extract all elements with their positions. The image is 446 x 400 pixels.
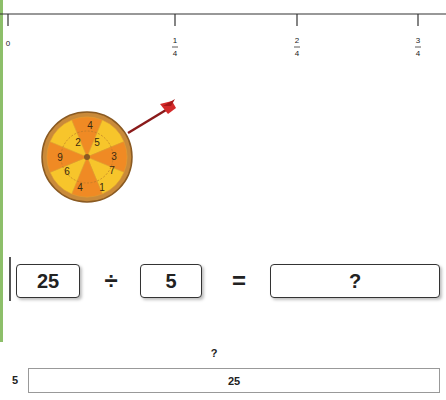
fraction-denominator: 4 [295,50,299,58]
dart-number: 9 [57,153,63,163]
fraction-denominator: 4 [416,50,420,58]
dart-number: 3 [111,152,117,162]
dart [128,99,176,133]
fraction-numerator: 1 [173,37,177,45]
fraction-denominator: 4 [173,50,177,58]
box-text: 5 [165,270,176,293]
bar-model-box: 25 [28,368,440,393]
tick-label: 0 [6,40,10,48]
dart-number: 2 [75,138,81,148]
equation-box: 5 [140,264,202,298]
equation-box: ? [270,264,440,298]
box-text: ? [349,270,361,293]
unknown-marker: ? [211,348,218,359]
dartboard [42,112,132,202]
dart-number: 1 [99,183,105,193]
dart-number: 6 [64,167,70,177]
fraction-numerator: 3 [416,37,420,45]
fraction-numerator: 2 [295,37,299,45]
margin-bar [9,257,11,301]
dart-number: 5 [94,138,100,148]
side-bar [0,0,3,342]
operator: = [232,269,246,293]
group-size: 5 [12,375,18,386]
dart-number: 4 [77,183,83,193]
operator: ÷ [104,269,117,293]
equation-box: 25 [16,264,80,298]
number-line [0,14,446,47]
box-text: 25 [37,270,59,293]
dart-number: 4 [87,121,93,131]
dart-number: 7 [109,166,115,176]
box-text: 25 [228,375,240,387]
